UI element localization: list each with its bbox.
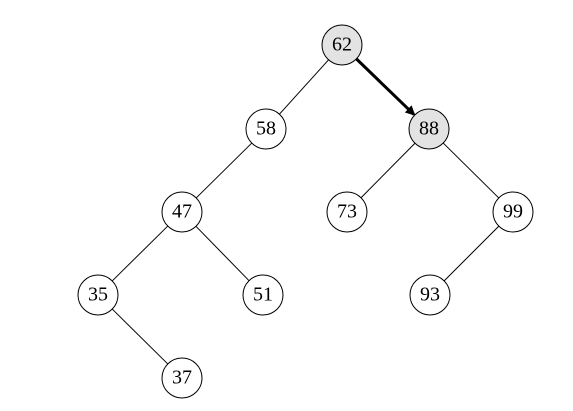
- node-label: 99: [503, 201, 523, 223]
- tree-node: 58: [245, 108, 287, 150]
- node-circle: [245, 108, 287, 150]
- node-label: 37: [172, 367, 192, 389]
- node-label: 47: [172, 201, 192, 223]
- tree-node: 99: [492, 191, 534, 233]
- node-label: 51: [253, 284, 273, 306]
- tree-node: 62: [321, 24, 363, 66]
- tree-node: 35: [77, 274, 119, 316]
- node-label: 93: [420, 284, 440, 306]
- tree-nodes: 62 58 88 47 73 99 35 51 93 37: [77, 24, 534, 399]
- tree-node: 73: [326, 191, 368, 233]
- tree-edge: [442, 142, 500, 199]
- node-label: 58: [256, 118, 276, 140]
- highlighted-arrow-edge: [355, 57, 416, 116]
- tree-edge: [360, 142, 416, 199]
- highlighted-node-circle: [408, 108, 450, 150]
- tree-edge: [195, 142, 253, 199]
- tree-node: 93: [409, 274, 451, 316]
- tree-edge: [279, 59, 329, 115]
- tree-node: 51: [242, 274, 284, 316]
- node-circle: [409, 274, 451, 316]
- tree-edge: [111, 225, 169, 282]
- tree-node: 47: [161, 191, 203, 233]
- tree-edge: [443, 225, 500, 282]
- tree-edges: [111, 57, 500, 365]
- node-label: 62: [332, 34, 352, 56]
- node-circle: [161, 357, 203, 399]
- node-circle: [492, 191, 534, 233]
- node-label: 73: [337, 201, 357, 223]
- tree-edge: [111, 308, 169, 365]
- node-circle: [161, 191, 203, 233]
- highlighted-node-circle: [321, 24, 363, 66]
- node-circle: [326, 191, 368, 233]
- tree-edge: [195, 225, 250, 282]
- tree-node: 37: [161, 357, 203, 399]
- node-circle: [77, 274, 119, 316]
- tree-node: 88: [408, 108, 450, 150]
- node-label: 35: [88, 284, 108, 306]
- node-label: 88: [419, 118, 439, 140]
- node-circle: [242, 274, 284, 316]
